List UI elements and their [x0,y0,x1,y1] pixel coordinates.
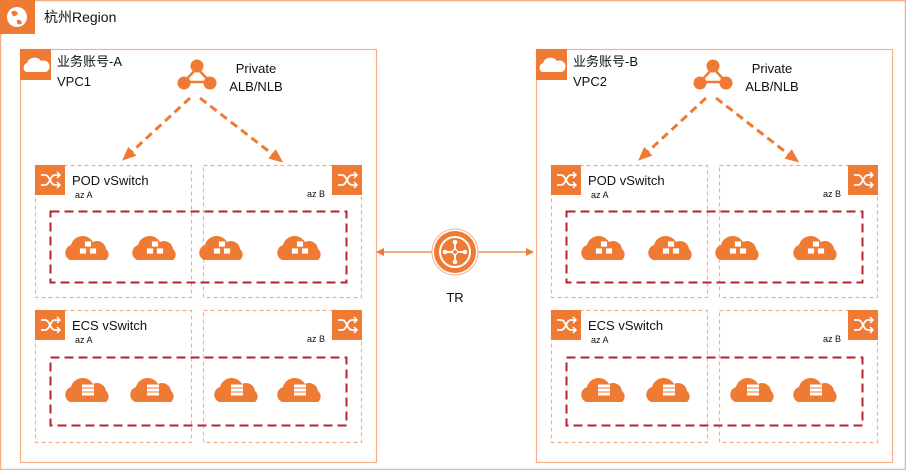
lb-arrow-az-b [199,96,284,163]
ecs-vswitch-az-a [550,309,709,444]
ecs-vswitch-label: ECS vSwitch [72,318,147,333]
pod-cloud-icon [277,236,321,260]
pod-vswitch-az-a [34,164,193,299]
az-b-label: az B [823,334,841,344]
ecs-vswitch-group: ECS vSwitch az A az B [34,309,363,444]
az-a-label: az A [591,335,609,345]
ecs-server-cloud-icon [730,378,774,402]
region-title: 杭州Region [44,9,116,25]
pod-vswitch-label: POD vSwitch [72,173,149,188]
az-a-label: az A [75,335,93,345]
ecs-server-cloud-icon [581,378,625,402]
globe-icon [0,0,35,34]
pod-vswitch-az-b [718,164,879,299]
pod-vswitch-group: POD vSwitch az A az B [34,164,363,299]
ecs-server-cloud-icon [130,378,174,402]
vpc-cloud-icon [536,49,567,80]
pod-cloud-icon [65,236,109,260]
transit-router-icon [431,228,479,276]
ecs-vswitch-az-b [202,309,363,444]
az-a-label: az A [591,190,609,200]
pod-cloud-icon [648,236,692,260]
ecs-vswitch-az-a [34,309,193,444]
lb-arrow-az-a [122,96,192,161]
pod-cloud-icon [132,236,176,260]
pod-cloud-icon [581,236,625,260]
az-b-label: az B [307,334,325,344]
lb-label-line2: ALB/NLB [745,79,798,94]
ecs-resource-group [49,356,348,427]
vswitch-icon [35,310,65,340]
ecs-server-cloud-icon [65,378,109,402]
vswitch-icon [848,310,878,340]
pod-cloud-icon [199,236,243,260]
vswitch-icon [332,310,362,340]
transit-router[interactable]: TR [376,228,534,305]
ecs-resource-group [565,356,864,427]
pod-vswitch-az-b [202,164,363,299]
load-balancer-icon[interactable] [693,59,733,90]
load-balancer-icon[interactable] [177,59,217,90]
vswitch-icon [35,165,65,195]
pod-vswitch-label: POD vSwitch [588,173,665,188]
lb-label-line2: ALB/NLB [229,79,282,94]
pod-cloud-icon [715,236,759,260]
lb-arrow-az-b [715,96,800,163]
pod-vswitch-group: POD vSwitch az A az B [550,164,879,299]
ecs-server-cloud-icon [793,378,837,402]
pod-vswitch-az-a [550,164,709,299]
lb-label-line1: Private [752,61,792,76]
ecs-server-cloud-icon [277,378,321,402]
ecs-vswitch-group: ECS vSwitch az A az B [550,309,879,444]
vswitch-icon [551,165,581,195]
tr-label: TR [446,290,463,305]
lb-arrow-az-a [638,96,708,161]
vswitch-icon [848,165,878,195]
az-a-label: az A [75,190,93,200]
account-label: 业务账号-A [57,54,122,69]
ecs-server-cloud-icon [214,378,258,402]
lb-label-line1: Private [236,61,276,76]
vswitch-icon [332,165,362,195]
pod-cloud-icon [793,236,837,260]
ecs-server-cloud-icon [646,378,690,402]
pod-resource-group [49,210,348,284]
ecs-vswitch-label: ECS vSwitch [588,318,663,333]
account-label: 业务账号-B [573,54,638,69]
vpc-label: VPC2 [573,74,607,89]
pod-resource-group [565,210,864,284]
az-b-label: az B [307,189,325,199]
ecs-vswitch-az-b [718,309,879,444]
vswitch-icon [551,310,581,340]
az-b-label: az B [823,189,841,199]
vpc-label: VPC1 [57,74,91,89]
vpc-cloud-icon [20,49,51,80]
